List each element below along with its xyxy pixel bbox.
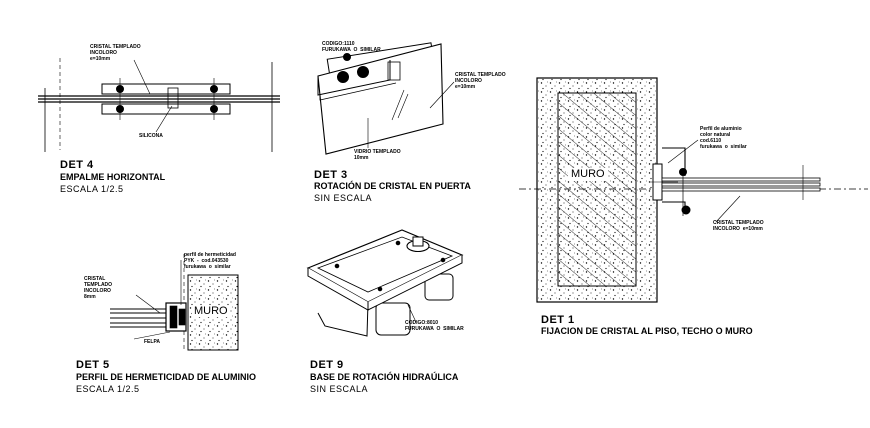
det9-id: DET 9 [310,359,344,371]
det9-scale: SIN ESCALA [310,384,369,394]
det5-scale: ESCALA 1/2.5 [76,384,140,394]
det5-id: DET 5 [76,359,110,371]
det9-title: BASE DE ROTACIÓN HIDRAÚLICA [310,372,459,382]
det1-wall-label: MURO [568,168,608,181]
det5-callout-glass: CRISTAL TEMPLADO INCOLORO 8mm [84,276,113,300]
det1-callout-profile: Perfil de aluminio color natural cod.611… [700,126,747,150]
det4-scale: ESCALA 1/2.5 [60,184,124,194]
det3-id: DET 3 [314,169,348,181]
det9-drawing [306,229,464,337]
det1-callout-glass: CRISTAL TEMPLADO INCOLORO e=10mm [713,220,764,232]
det3-callout-vidrio: VIDRIO TEMPLADO 10mm [354,149,401,161]
det1-id: DET 1 [541,314,575,326]
det3-scale: SIN ESCALA [314,193,373,203]
det3-drawing [317,42,455,155]
det4-id: DET 4 [60,159,94,171]
det4-title: EMPALME HORIZONTAL [60,172,166,182]
det5-callout-profile: perfil de hermeticidad PYK - cod.043530 … [184,252,236,270]
det9-callout-code: CODIGO:8010 FURUKAWA O SIMILAR [405,320,464,332]
det1-title: FIJACION DE CRISTAL AL PISO, TECHO O MUR… [541,326,753,336]
det1-drawing [519,77,868,303]
det5-wall-label: MURO [192,305,230,317]
det4-drawing [38,58,280,152]
det3-title: ROTACIÓN DE CRISTAL EN PUERTA [314,181,471,191]
det4-callout-silicone: SILICONA [139,133,163,139]
det4-callout-glass: CRISTAL TEMPLADO INCOLORO e=10mm [90,44,141,62]
det5-callout-felpa: FELPA [144,339,161,345]
det5-title: PERFIL DE HERMETICIDAD DE ALUMINIO [76,372,257,382]
det3-callout-code: CODIGO:1110 FURUKAWA O SIMILAR [322,41,381,53]
det3-callout-glass: CRISTAL TEMPLADO INCOLORO e=10mm [455,72,506,90]
